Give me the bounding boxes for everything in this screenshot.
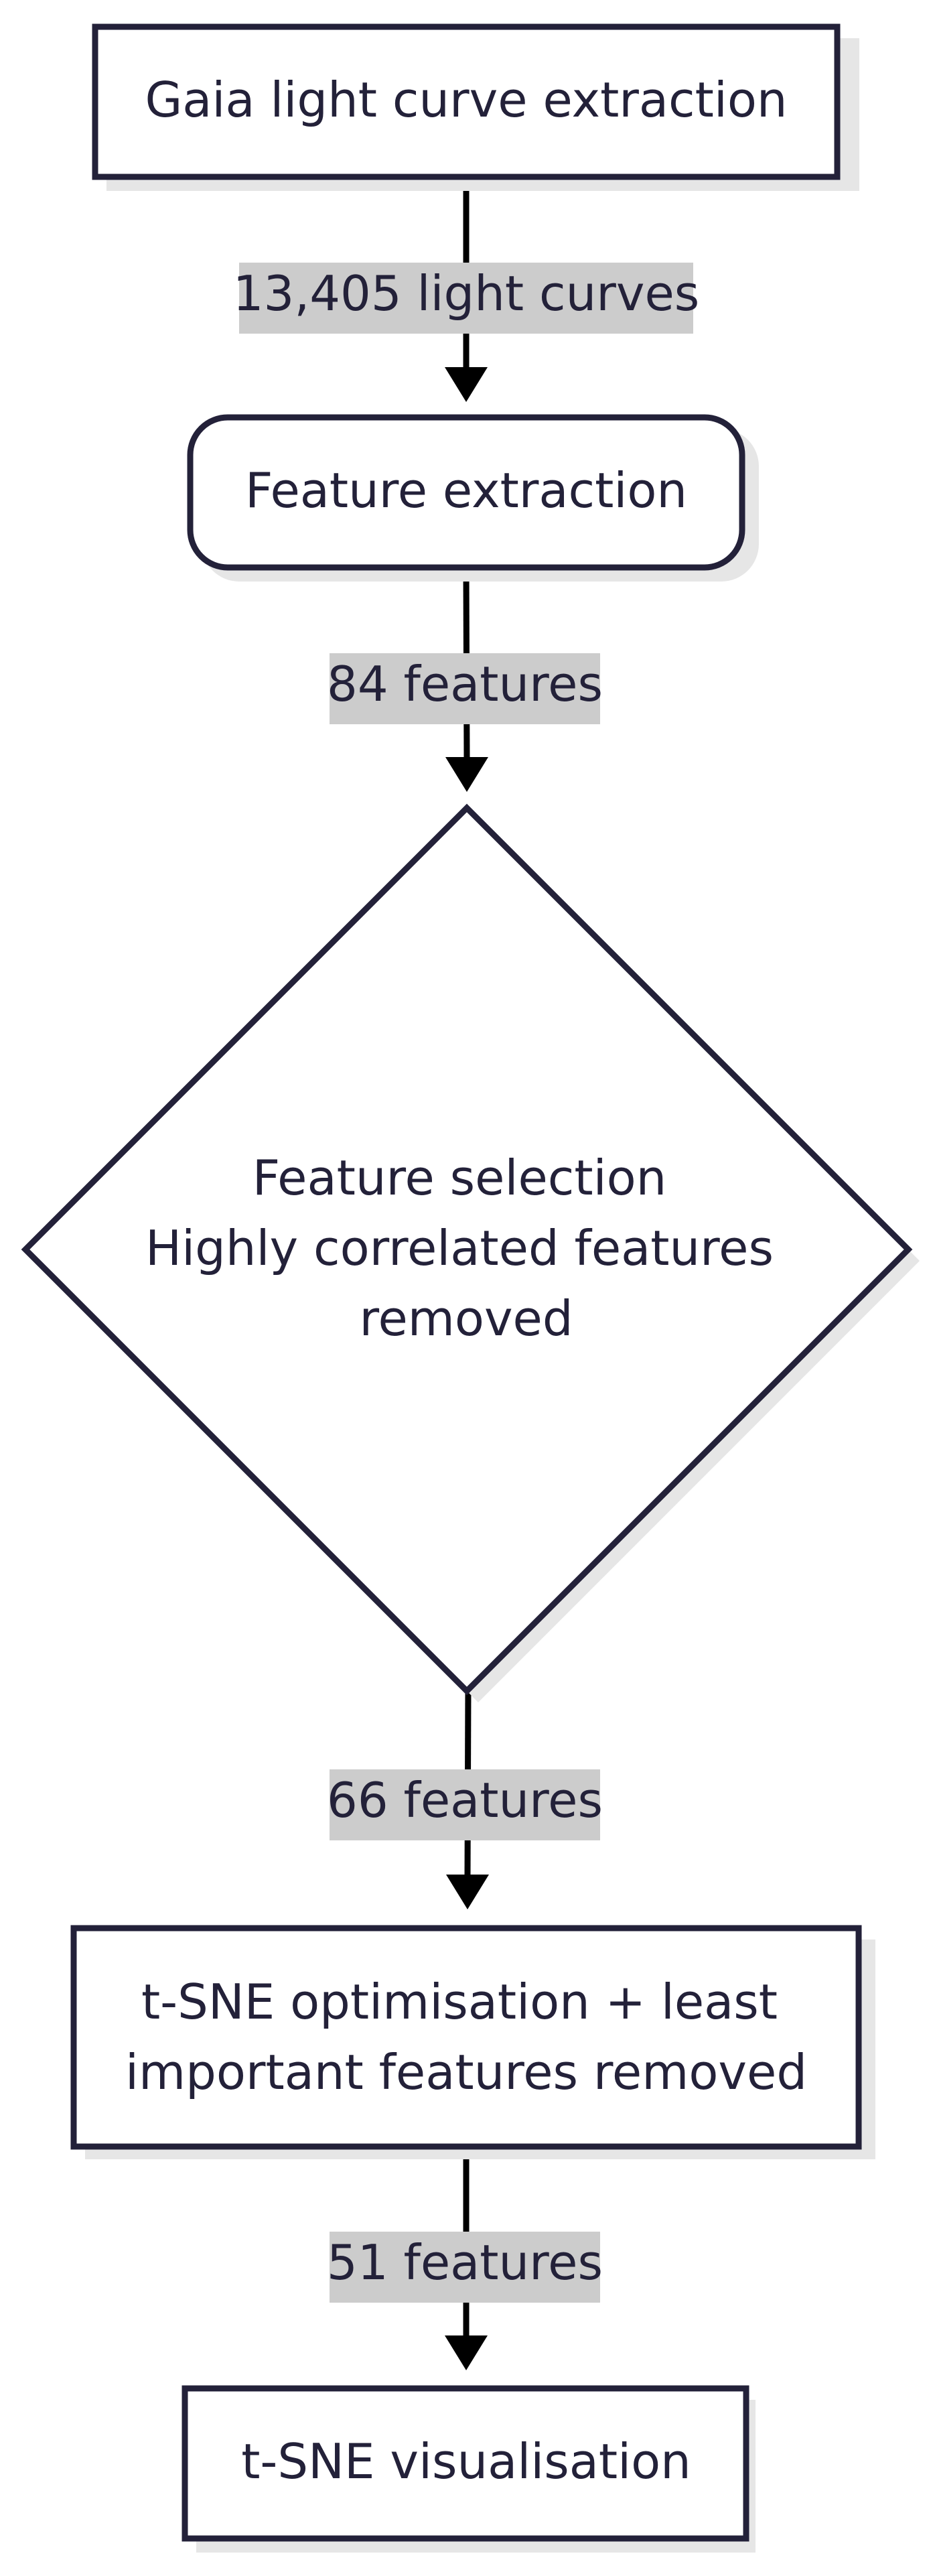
- node-feature-extraction: Feature extraction: [187, 414, 759, 582]
- arrowhead-icon: [446, 1875, 489, 1909]
- node-label-line-1: t-SNE optimisation + least: [141, 1974, 778, 2030]
- edge-label-light-curves: 13,405 light curves: [233, 265, 700, 322]
- node-tsne-optimisation: t-SNE optimisation + least important fea…: [70, 1925, 875, 2159]
- edge-label-bg: [330, 653, 600, 724]
- arrowhead-icon: [445, 757, 488, 792]
- node-label-line-2: important features removed: [125, 2044, 807, 2100]
- node-box: [182, 2385, 749, 2542]
- edge-feature-extraction-to-selection: 84 features: [327, 570, 603, 792]
- edge-label-bg: [330, 1769, 600, 1840]
- node-label: Gaia light curve extraction: [145, 72, 787, 128]
- node-label-line-3: removed: [359, 1290, 573, 1347]
- node-diamond: [21, 803, 913, 1696]
- node-box: [92, 23, 841, 180]
- arrowhead-icon: [445, 2335, 488, 2370]
- edge-tsne-optimisation-to-visualisation: 51 features: [327, 2145, 603, 2370]
- edge-label-bg: [330, 2232, 600, 2303]
- node-label-line-2: Highly correlated features: [145, 1220, 774, 1276]
- node-box: [187, 414, 745, 571]
- edge-label-51-features: 51 features: [327, 2234, 603, 2291]
- node-label: Feature extraction: [245, 462, 687, 519]
- arrowhead-icon: [445, 367, 488, 402]
- node-gaia-light-curve-extraction: Gaia light curve extraction: [92, 23, 859, 191]
- edge-label-66-features: 66 features: [327, 1772, 603, 1828]
- node-box: [70, 1925, 862, 2150]
- node-feature-selection: Feature selection Highly correlated feat…: [21, 803, 920, 1702]
- edge-gaia-to-feature-extraction: 13,405 light curves: [233, 180, 700, 402]
- node-tsne-visualisation: t-SNE visualisation: [182, 2385, 756, 2553]
- node-label-line-1: Feature selection: [253, 1150, 667, 1206]
- edge-selection-to-tsne-optimisation: 66 features: [327, 1688, 603, 1909]
- edge-label-84-features: 84 features: [327, 656, 603, 712]
- node-label: t-SNE visualisation: [241, 2433, 691, 2490]
- edge-label-bg: [239, 263, 693, 334]
